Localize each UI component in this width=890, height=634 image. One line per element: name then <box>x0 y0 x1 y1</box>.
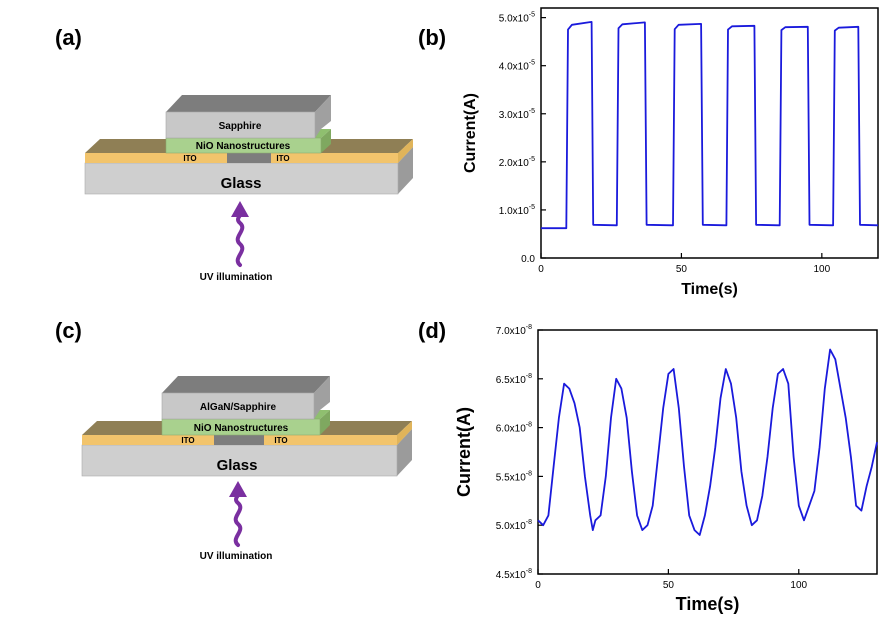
y-tick-label: 4.0x10-5 <box>499 60 535 73</box>
y-tick-label: 6.0x10-8 <box>496 422 532 435</box>
x-tick-label: 100 <box>790 580 807 591</box>
y-tick-exponent: -8 <box>526 568 532 575</box>
ito-gap <box>227 153 271 163</box>
y-tick-label: 7.0x10-8 <box>496 324 532 337</box>
x-tick-label: 50 <box>676 264 688 275</box>
y-tick-label: 2.0x10-5 <box>499 156 535 169</box>
illumination-label: UV illumination <box>200 551 273 562</box>
y-tick-exponent: -5 <box>529 60 535 67</box>
uv-arrow-icon <box>229 481 247 547</box>
nio-label: NiO Nanostructures <box>194 423 289 434</box>
ito-side-face <box>398 139 413 163</box>
y-tick-label: 5.0x10-5 <box>499 12 535 25</box>
y-tick-exponent: -5 <box>529 156 535 163</box>
device-diagram-c: Glass ITO ITO NiO Nanostructures AlGaN/S… <box>81 376 412 562</box>
y-tick-exponent: -5 <box>529 12 535 19</box>
x-tick-label: 50 <box>663 580 675 591</box>
panel-label-d: (d) <box>418 318 447 343</box>
device-diagram-a: Glass ITO ITO NiO Nanostructures Sapphir… <box>84 95 413 283</box>
y-tick-exponent: -8 <box>526 373 532 380</box>
panel-label-c: (c) <box>55 318 82 343</box>
x-axis-label: Time(s) <box>681 281 738 298</box>
sapphire-top-face <box>162 376 330 393</box>
glass-side-face <box>398 147 413 194</box>
y-tick-exponent: -5 <box>529 204 535 211</box>
top-layer-label: AlGaN/Sapphire <box>200 402 277 413</box>
panel-label-a: (a) <box>55 25 82 50</box>
y-tick-exponent: -8 <box>526 324 532 331</box>
uv-arrow-icon <box>231 201 249 267</box>
chart-b: 0 50 100 0.0 1.0x10-5 2.0x10-5 3.0x10-5 4.0x10-… <box>462 7 879 298</box>
ito-right-label: ITO <box>274 436 287 445</box>
panel-label-b: (b) <box>418 25 447 50</box>
sapphire-front-face <box>165 111 316 139</box>
y-tick-exponent: -5 <box>529 108 535 115</box>
glass-side-face <box>397 429 412 476</box>
y-tick-label: 4.5x10-8 <box>496 568 532 581</box>
y-tick-exponent: -8 <box>526 519 532 526</box>
y-tick-exponent: -8 <box>526 470 532 477</box>
sapphire-side-face <box>314 376 330 419</box>
nio-side-face <box>321 129 331 153</box>
plot-frame <box>537 329 878 575</box>
nio-label: NiO Nanostructures <box>196 141 291 152</box>
nio-side-face <box>320 410 330 435</box>
y-tick-label: 5.0x10-8 <box>496 519 532 532</box>
y-axis-label: Current(A) <box>454 407 474 497</box>
plot-frame <box>540 7 879 259</box>
ito-right-label: ITO <box>276 154 289 163</box>
y-tick-label: 5.5x10-8 <box>496 470 532 483</box>
y-tick-exponent: -8 <box>526 422 532 429</box>
sapphire-side-face <box>315 95 331 138</box>
glass-front-face <box>84 162 399 195</box>
sapphire-top-face <box>166 95 331 112</box>
glass-front-face <box>81 444 398 477</box>
y-tick-label: 0.0 <box>521 254 535 265</box>
x-tick-label: 100 <box>813 264 830 275</box>
chart-d: 0 50 100 4.5x10-8 5.0x10-8 5.5x10-8 6.0x10-8 6.… <box>454 324 878 614</box>
y-tick-label: 3.0x10-5 <box>499 108 535 121</box>
ito-gap <box>214 435 264 445</box>
y-tick-label: 6.5x10-8 <box>496 373 532 386</box>
ito-left-label: ITO <box>183 154 196 163</box>
y-axis-label: Current(A) <box>462 93 479 173</box>
x-tick-label: 0 <box>538 264 544 275</box>
ito-left-label: ITO <box>181 436 194 445</box>
sapphire-front-face <box>161 392 315 420</box>
substrate-label: Glass <box>221 175 262 192</box>
ito-side-face <box>397 421 412 445</box>
x-axis-label: Time(s) <box>676 594 740 614</box>
x-tick-label: 0 <box>535 580 541 591</box>
series-line <box>541 21 879 230</box>
y-tick-label: 1.0x10-5 <box>499 204 535 217</box>
top-layer-label: Sapphire <box>219 121 262 132</box>
series-line <box>537 348 878 536</box>
illumination-label: UV illumination <box>200 272 273 283</box>
substrate-label: Glass <box>217 457 258 474</box>
